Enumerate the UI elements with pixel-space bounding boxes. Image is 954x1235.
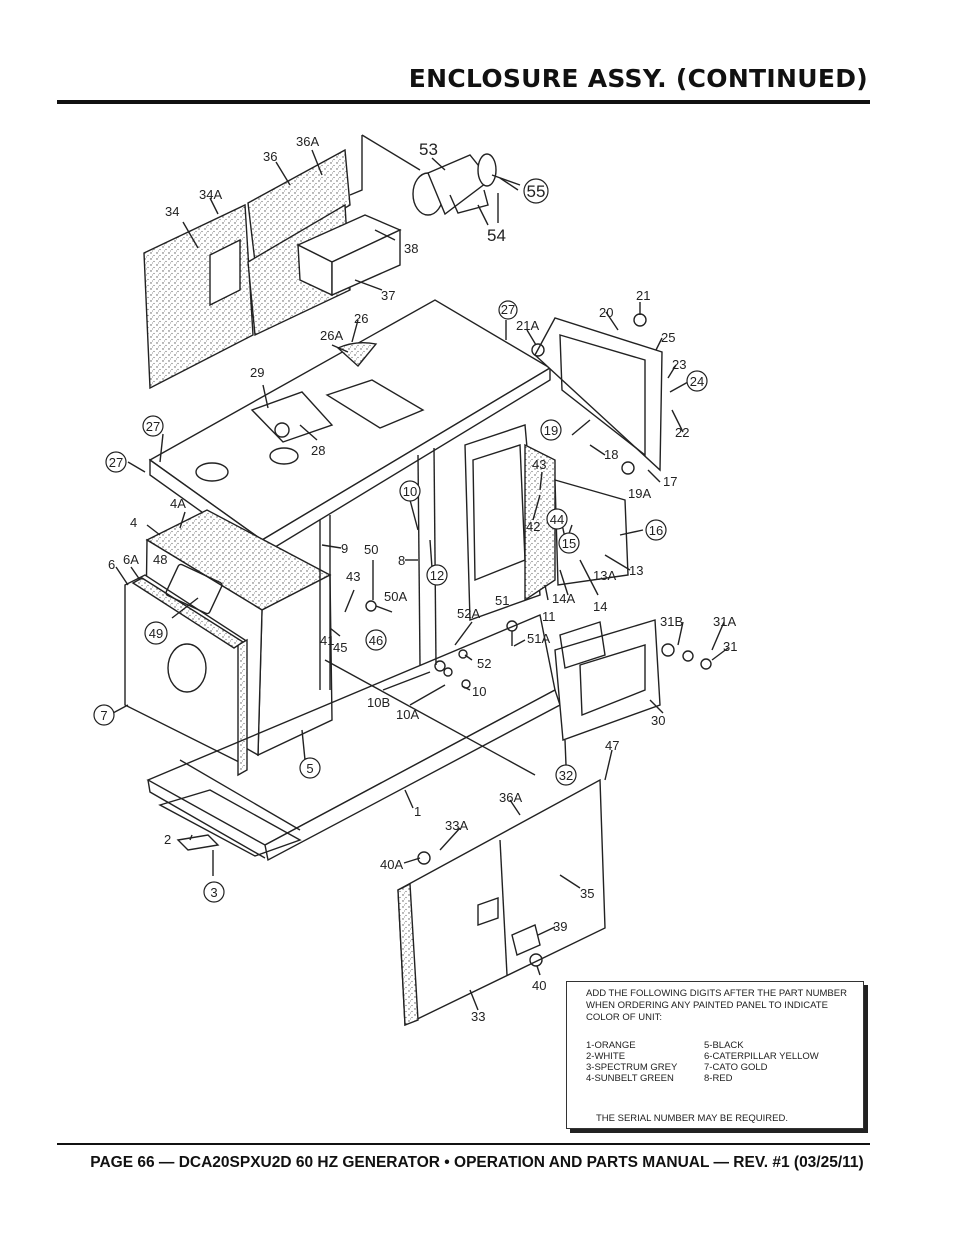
callout-43-left: 43 <box>346 569 360 584</box>
callout-6: 6 <box>108 557 115 572</box>
callout-1: 1 <box>414 804 421 819</box>
callout-46: 46 <box>369 633 383 648</box>
callout-48: 48 <box>153 552 167 567</box>
color-code: 3-SPECTRUM GREY <box>586 1062 678 1073</box>
color-code: 7-CATO GOLD <box>704 1062 768 1073</box>
callout-36a-top: 36A <box>296 134 319 149</box>
callout-10a: 10A <box>396 707 419 722</box>
callout-27-b: 27 <box>109 455 123 470</box>
callout-36: 36 <box>263 149 277 164</box>
callout-8: 8 <box>398 553 405 568</box>
callout-9: 9 <box>341 541 348 556</box>
serial-note: THE SERIAL NUMBER MAY BE REQUIRED. <box>596 1113 788 1124</box>
callout-10: 10 <box>472 684 486 699</box>
callout-22: 22 <box>675 425 689 440</box>
callout-circles <box>93 178 708 903</box>
callout-34a: 34A <box>199 187 222 202</box>
callout-29: 29 <box>250 365 264 380</box>
color-code: 2-WHITE <box>586 1051 626 1062</box>
callout-20: 20 <box>599 305 613 320</box>
callout-44: 44 <box>550 512 564 527</box>
callout-24: 24 <box>690 374 704 389</box>
callout-53: 53 <box>419 140 438 159</box>
callout-43-right: 43 <box>532 457 546 472</box>
callout-40a: 40A <box>380 857 403 872</box>
callout-52: 52 <box>477 656 491 671</box>
callout-7: 7 <box>100 708 107 723</box>
diagram-linework <box>112 134 729 1027</box>
callout-10-top: 10 <box>403 484 417 499</box>
callout-15: 15 <box>562 536 576 551</box>
callout-45: 45 <box>333 640 347 655</box>
callout-13: 13 <box>629 563 643 578</box>
callout-38: 38 <box>404 241 418 256</box>
note-heading: ADD THE FOLLOWING DIGITS AFTER THE PART … <box>586 988 847 1023</box>
callout-31: 31 <box>723 639 737 654</box>
callout-23: 23 <box>672 357 686 372</box>
callout-19: 19 <box>544 423 558 438</box>
callout-27-c: 27 <box>501 302 515 317</box>
callout-4: 4 <box>130 515 137 530</box>
callout-54: 54 <box>487 226 506 245</box>
callout-42: 42 <box>526 519 540 534</box>
callout-52a: 52A <box>457 606 480 621</box>
callout-35: 35 <box>580 886 594 901</box>
callout-21a: 21A <box>516 318 539 333</box>
color-code: 6-CATERPILLAR YELLOW <box>704 1051 819 1062</box>
callout-31b: 31B <box>660 614 683 629</box>
callout-51: 51 <box>495 593 509 608</box>
callout-18: 18 <box>604 447 618 462</box>
color-codes-column-1: 1-ORANGE 2-WHITE 3-SPECTRUM GREY 4-SUNBE… <box>586 1040 677 1084</box>
page-title: ENCLOSURE ASSY. (CONTINUED) <box>408 64 868 93</box>
callout-30: 30 <box>651 713 665 728</box>
callout-26a: 26A <box>320 328 343 343</box>
callout-50: 50 <box>364 542 378 557</box>
callout-10b: 10B <box>367 695 390 710</box>
callout-40: 40 <box>532 978 546 993</box>
callout-27-a: 27 <box>146 419 160 434</box>
callout-16: 16 <box>649 523 663 538</box>
callout-39: 39 <box>553 919 567 934</box>
color-codes-column-2: 5-BLACK 6-CATERPILLAR YELLOW 7-CATO GOLD… <box>704 1040 819 1084</box>
callout-5: 5 <box>306 761 313 776</box>
callout-11: 11 <box>542 609 556 624</box>
color-code: 4-SUNBELT GREEN <box>586 1073 674 1084</box>
callout-31a: 31A <box>713 614 736 629</box>
callout-2: 2 <box>164 832 171 847</box>
callout-12: 12 <box>430 568 444 583</box>
color-code: 8-RED <box>704 1073 733 1084</box>
callout-47: 47 <box>605 738 619 753</box>
callout-32: 32 <box>559 768 573 783</box>
callout-17: 17 <box>663 474 677 489</box>
color-code: 1-ORANGE <box>586 1040 636 1051</box>
callout-37: 37 <box>381 288 395 303</box>
title-rule <box>57 100 870 104</box>
paint-color-note: ADD THE FOLLOWING DIGITS AFTER THE PART … <box>566 981 864 1129</box>
callout-51a: 51A <box>527 631 550 646</box>
page-footer: PAGE 66 — DCA20SPXU2D 60 HZ GENERATOR • … <box>90 1154 864 1171</box>
callout-25: 25 <box>661 330 675 345</box>
callout-14: 14 <box>593 599 607 614</box>
callout-14a: 14A <box>552 591 575 606</box>
callout-3: 3 <box>210 885 217 900</box>
callout-50a: 50A <box>384 589 407 604</box>
callout-19a: 19A <box>628 486 651 501</box>
callout-41: 41 <box>320 633 334 648</box>
callout-6a: 6A <box>123 552 139 567</box>
callout-34: 34 <box>165 204 179 219</box>
callout-36a-bottom: 36A <box>499 790 522 805</box>
callout-28: 28 <box>311 443 325 458</box>
callout-33: 33 <box>471 1009 485 1024</box>
footer-rule <box>57 1143 870 1145</box>
callout-4a: 4A <box>170 496 186 511</box>
callout-33a: 33A <box>445 818 468 833</box>
color-code: 5-BLACK <box>704 1040 744 1051</box>
callout-13a: 13A <box>593 568 616 583</box>
callout-26: 26 <box>354 311 368 326</box>
callout-49: 49 <box>149 626 163 641</box>
callout-55: 55 <box>527 182 546 201</box>
callout-21: 21 <box>636 288 650 303</box>
